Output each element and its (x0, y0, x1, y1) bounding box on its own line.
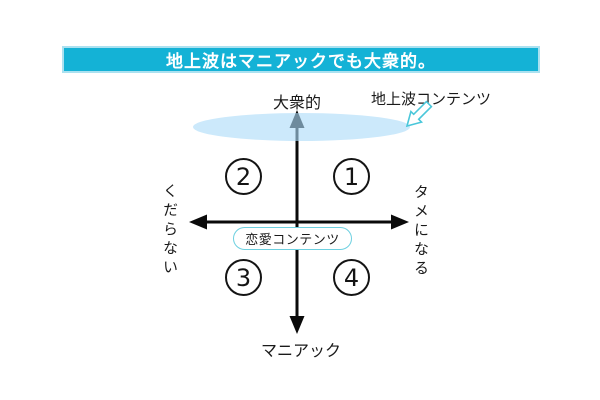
axis-label-top: 大衆的 (272, 93, 321, 112)
banner-title: 地上波はマニアックでも大衆的。 (166, 52, 436, 72)
title-banner: 地上波はマニアックでも大衆的。 (62, 46, 540, 73)
arrow-down-icon (289, 316, 305, 334)
terrestrial-ellipse (193, 113, 410, 141)
quadrant-1-badge: 1 (333, 158, 370, 195)
arrow-down-left-icon (405, 100, 433, 128)
quadrant-2-badge: 2 (225, 158, 262, 195)
axis-label-right: タメになる (412, 184, 430, 279)
arrow-right-icon (391, 214, 409, 230)
arrow-left-icon (189, 214, 207, 230)
quadrant-4-badge: 4 (333, 259, 370, 296)
quadrant-3-badge: 3 (225, 259, 262, 296)
romance-pill-label: 恋愛コンテンツ (245, 233, 340, 248)
terrestrial-content-label: 地上波コンテンツ (371, 90, 492, 108)
romance-pill: 恋愛コンテンツ (233, 227, 352, 250)
axis-label-left: くだらない (161, 183, 179, 278)
axis-label-bottom: マニアック (260, 341, 341, 360)
